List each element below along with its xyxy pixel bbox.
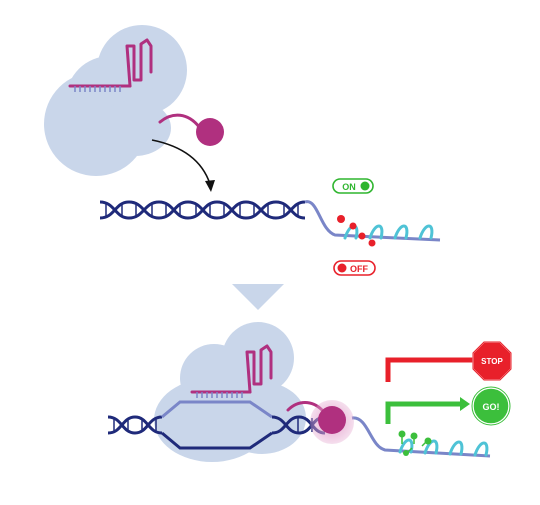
bottom-protein-complex [154, 322, 306, 462]
go-label: GO! [483, 402, 500, 412]
stop-path [385, 357, 474, 382]
bottom-rna-ticks [196, 392, 243, 398]
top-chromatin-coils [343, 224, 434, 240]
down-triangle-icon [232, 284, 284, 310]
on-label: ON [342, 182, 356, 192]
acetyl-marks [398, 430, 432, 456]
top-rna-ticks [74, 86, 121, 92]
stop-sign-icon: STOP [472, 341, 512, 381]
methyl-marks [337, 215, 376, 247]
on-toggle: ON [332, 178, 374, 194]
toggle-on-icon [360, 181, 370, 191]
top-dna-helix [99, 200, 441, 242]
top-protein-complex [44, 25, 187, 176]
top-effector [158, 113, 224, 146]
go-sign-icon: GO! [471, 386, 511, 426]
toggle-off-icon [337, 263, 347, 273]
recruit-arrow [151, 139, 215, 192]
off-label: OFF [350, 264, 368, 274]
stop-label: STOP [481, 357, 503, 366]
go-path [385, 397, 470, 424]
off-toggle: OFF [333, 260, 376, 276]
bottom-effector [286, 400, 354, 444]
